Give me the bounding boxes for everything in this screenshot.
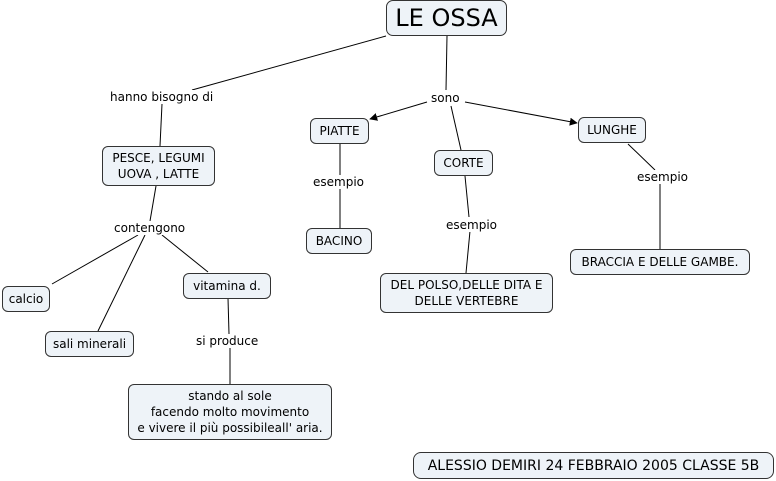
node-del-polso[interactable]: DEL POLSO,DELLE DITA E DELLE VERTEBRE: [380, 273, 553, 313]
node-corte[interactable]: CORTE: [434, 150, 493, 176]
link-label-sono: sono: [429, 91, 462, 105]
node-calcio[interactable]: calcio: [2, 286, 50, 312]
node-stando-al-sole[interactable]: stando al sole facendo molto movimento e…: [128, 384, 332, 440]
node-braccia-gambe[interactable]: BRACCIA E DELLE GAMBE.: [570, 249, 750, 275]
node-pesce-legumi[interactable]: PESCE, LEGUMI UOVA , LATTE: [102, 146, 215, 186]
node-bacino[interactable]: BACINO: [306, 228, 372, 254]
title-node[interactable]: LE OSSA: [386, 0, 507, 36]
link-label-hanno-bisogno: hanno bisogno di: [108, 90, 216, 104]
footer-author-label[interactable]: ALESSIO DEMIRI 24 FEBBRAIO 2005 CLASSE 5…: [413, 452, 774, 479]
node-sali-minerali[interactable]: sali minerali: [45, 331, 134, 357]
node-piatte[interactable]: PIATTE: [310, 118, 369, 144]
link-label-esempio-piatte: esempio: [311, 175, 366, 189]
link-label-si-produce: si produce: [194, 334, 261, 348]
node-vitamina-d[interactable]: vitamina d.: [183, 273, 271, 299]
link-label-contengono: contengono: [112, 221, 188, 235]
link-label-esempio-lunghe: esempio: [635, 170, 690, 184]
link-label-esempio-corte: esempio: [444, 218, 499, 232]
node-lunghe[interactable]: LUNGHE: [578, 117, 646, 143]
